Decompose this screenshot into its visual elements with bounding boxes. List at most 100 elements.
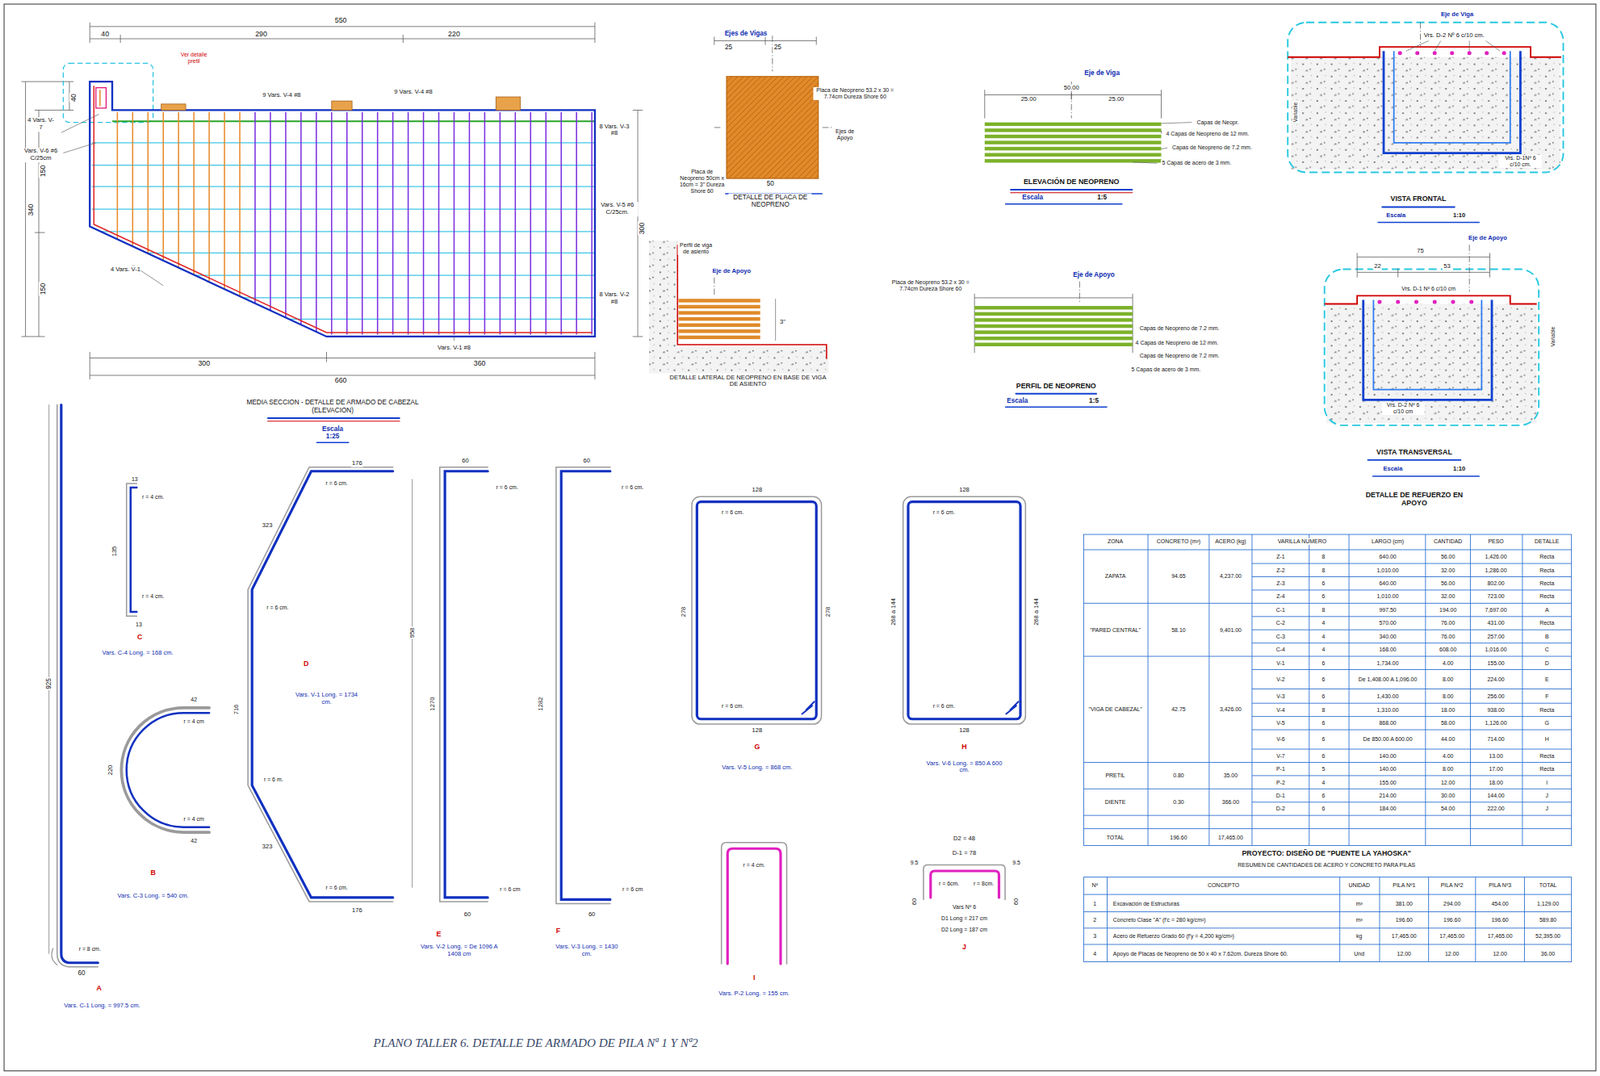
table-cell: E (1544, 676, 1550, 683)
drawing-label: r = 6 m. (263, 776, 285, 784)
table-cell: 224.00 (1486, 676, 1505, 683)
table-cell: 140.00 (1378, 753, 1397, 760)
drawing-label: 128 (751, 485, 764, 494)
table-cell: De 850.00 A 600.00 (1362, 736, 1414, 743)
table-cell: CONCEPTO (1206, 882, 1240, 889)
table-cell: 640.00 (1378, 553, 1397, 561)
table-cell: 9,401.00 (1218, 627, 1243, 634)
drawing-label: 150 (38, 164, 47, 179)
table-cell: 58.00 (1440, 720, 1456, 727)
drawing-label: 128 (751, 727, 764, 735)
drawing-label: D1 Long = 217 cm (940, 915, 989, 922)
drawing-label: 340 (26, 203, 35, 218)
table-cell: 32.00 (1440, 567, 1456, 574)
drawing-label: 75 (1415, 247, 1425, 256)
table-cell: 12.00 (1444, 950, 1460, 958)
table-cell: 52,395.00 (1534, 933, 1562, 940)
drawing-label: PERFIL DE NEOPRENO (1015, 381, 1098, 390)
drawing-label: 290 (254, 29, 269, 38)
table-cell: 938.00 (1486, 707, 1505, 714)
table-cell: B (1544, 633, 1550, 641)
drawing-label: 4 Vars. V-1 (109, 265, 142, 273)
drawing-label: Escala (1385, 211, 1407, 219)
table-cell: Recta (1538, 593, 1555, 600)
table-cell: 4,237.00 (1218, 573, 1243, 580)
table-cell: 366.00 (1221, 799, 1240, 806)
table-cell: 196.60 (1491, 917, 1510, 924)
drawing-label: VISTA TRANSVERSAL (1375, 448, 1454, 457)
drawing-label: Vars. V-1 #8 (436, 344, 472, 352)
table-cell: 1,129.00 (1536, 900, 1560, 908)
table-cell: 17,465.00 (1390, 933, 1418, 940)
drawing-label: Ver detalle pretil (177, 51, 210, 65)
drawing-label: Vrs. D-2 Nº 6 c/10 cm (1382, 402, 1425, 415)
drawing-label: 220 (106, 764, 114, 777)
table-cell: 17,465.00 (1486, 933, 1514, 940)
drawing-label: Vars. C-4 Long. = 168 cm. (100, 649, 174, 658)
table-cell: 1,016.00 (1484, 646, 1508, 654)
drawing-label: 60 (587, 910, 596, 918)
table-cell: Concreto Clase "A" (f'c = 280 kg/cm²) (1112, 917, 1207, 924)
table-cell: 4 (1321, 779, 1327, 787)
table-cell: 0.80 (1172, 772, 1186, 780)
table-cell: DETALLE (1533, 538, 1560, 545)
table-cell: 12.00 (1491, 950, 1508, 958)
table-cell: 44.00 (1440, 736, 1456, 743)
table-cell: UNIDAD (1347, 882, 1371, 889)
drawing-label: 9 Vars. V-4 #8 (261, 91, 302, 99)
drawing-label: Variable (1292, 101, 1299, 124)
drawing-label: Eje de Apoyo (1072, 272, 1116, 280)
drawing-label: 50 (766, 180, 775, 188)
table-cell: ZAPATA (1104, 573, 1127, 580)
table-cell: H (1544, 736, 1550, 743)
table-cell: 868.00 (1378, 720, 1397, 727)
table-cell: V-5 (1275, 720, 1286, 727)
drawing-label: 9 Vars. V-4 #8 (393, 87, 433, 96)
table-cell: 18.00 (1487, 779, 1504, 787)
table-cell: 1,010.00 (1376, 567, 1400, 574)
table-cell: V-6 (1275, 736, 1286, 743)
drawing-label: r = 6 cm. (932, 509, 956, 516)
table-cell: 30.00 (1440, 792, 1456, 800)
table-cell: ZONA (1106, 538, 1124, 545)
table-cell: V-4 (1275, 707, 1286, 714)
drawing-label: C (136, 632, 143, 641)
drawing-label: r = 6 cm. (720, 509, 745, 516)
drawing-label: 1270 (429, 696, 437, 713)
drawing-label: Eje de Apoyo (711, 268, 752, 276)
drawing-label: 300 (196, 359, 211, 368)
table-cell: 257.00 (1486, 633, 1505, 641)
table-cell: 17.00 (1487, 766, 1504, 773)
table-cell: Z-1 (1275, 553, 1286, 561)
table-cell: De 1,408.00 A 1,096.00 (1357, 676, 1419, 683)
table-cell: 76.00 (1440, 619, 1456, 627)
drawing-label: 300 (637, 221, 646, 236)
drawing-label: 50.00 (1063, 83, 1081, 92)
table-cell: 1,126.00 (1484, 720, 1508, 727)
drawing-label: ELEVACIÓN DE NEOPRENO (1022, 177, 1121, 186)
table-cell: 6 (1321, 720, 1327, 727)
drawing-label: Vars. V-6 Long. = 850 A 600 cm. (922, 760, 1006, 775)
drawing-label: 150 (38, 281, 47, 296)
drawing-label: r = 4 cm. (141, 593, 165, 600)
table-cell: C-2 (1275, 619, 1286, 627)
table-cell: Z-4 (1275, 593, 1286, 600)
table-cell: C-3 (1275, 633, 1286, 641)
drawing-label: 9.5 (909, 859, 920, 867)
table-cell: 17,465.00 (1438, 933, 1466, 940)
table-cell: Recta (1538, 580, 1555, 587)
table-cell: Recta (1538, 753, 1555, 760)
drawing-label: r = 6cm. (938, 880, 960, 888)
drawing-label: Escala (1021, 194, 1044, 202)
table-cell: 184.00 (1378, 805, 1397, 813)
drawing-label: Vrs. D-1Nº 6 c/10 cm. (1499, 154, 1542, 168)
drawing-label: D2 = 48 (952, 835, 976, 843)
table-cell: C-4 (1275, 646, 1286, 654)
drawing-label: G (753, 742, 761, 751)
drawing-label: Vars. V-5 #6 C/25cm. (595, 201, 639, 216)
drawing-label: 42 (189, 696, 198, 704)
drawing-label: 278 (825, 606, 833, 619)
table-cell: TOTAL (1538, 882, 1559, 889)
